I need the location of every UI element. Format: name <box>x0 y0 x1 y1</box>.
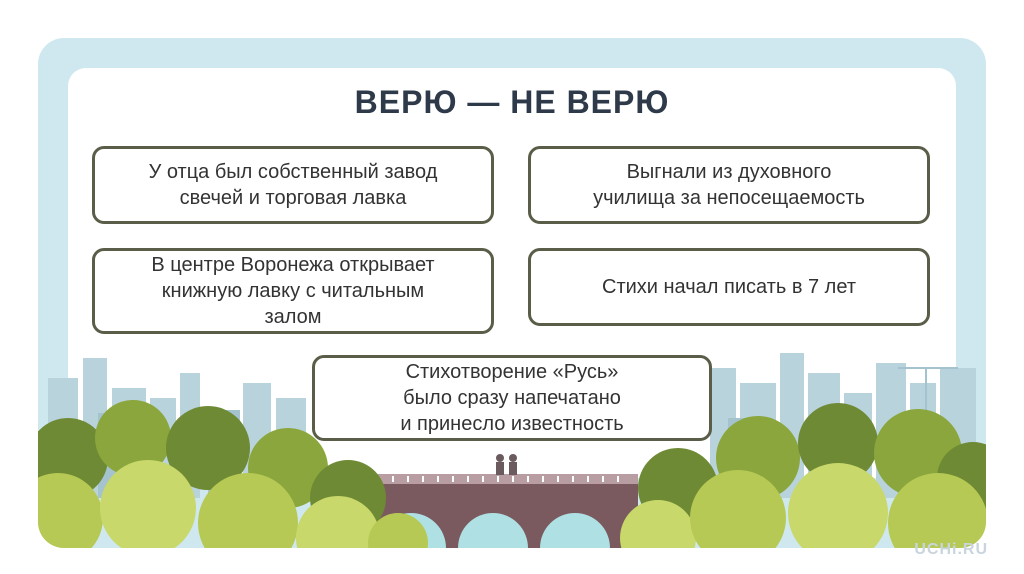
statement-text: У отца был собственный завод свечей и то… <box>148 161 438 209</box>
statement-card-4[interactable]: Стихи начал писать в 7 лет <box>528 248 930 326</box>
statement-text: Стихотворение «Русь» было сразу напечата… <box>400 361 624 435</box>
statement-card-1[interactable]: У отца был собственный завод свечей и то… <box>92 146 494 224</box>
statement-text: Стихи начал писать в 7 лет <box>602 276 856 298</box>
statement-card-5[interactable]: Стихотворение «Русь» было сразу напечата… <box>312 355 712 441</box>
slide-title: ВЕРЮ — НЕ ВЕРЮ <box>354 84 670 120</box>
park-illustration <box>38 353 986 548</box>
statement-card-2[interactable]: Выгнали из духовного училища за непосеща… <box>528 146 930 224</box>
statement-text: В центре Воронежа открывает книжную лавк… <box>151 254 435 328</box>
site-watermark: UCHi.RU <box>914 541 988 558</box>
trees-right <box>620 403 986 548</box>
crane <box>898 367 958 418</box>
statement-card-3[interactable]: В центре Воронежа открывает книжную лавк… <box>92 248 494 334</box>
statement-text: Выгнали из духовного училища за непосеща… <box>593 161 865 209</box>
trees-left <box>38 400 428 548</box>
